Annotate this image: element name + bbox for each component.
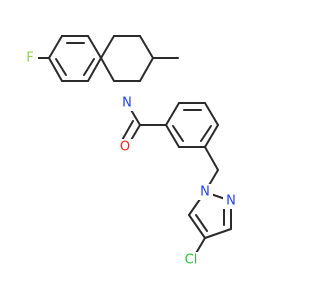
pyrazole-n1-label: N [200,185,210,200]
bond [204,102,219,126]
bond [87,35,102,59]
bond [204,228,232,239]
bond [48,35,63,59]
bond [139,35,154,59]
para-benzene-ring [139,102,219,148]
bond [204,124,219,148]
carbonyl-oxygen-label: O [120,140,130,155]
aromatic-inner-bond [195,214,208,232]
label-bg [117,139,133,155]
label-bg [197,184,213,200]
fluorine-label: F [26,51,33,66]
aromatic-inner-bond [55,58,67,76]
molecule-canvas: F N O N N Cl [22,35,239,268]
tetrahydro-ring [100,35,154,82]
atom-labels: F N O N N Cl [22,50,239,268]
bond [87,57,102,82]
bond [139,57,154,82]
label-bg [223,193,239,209]
bond-carbonyl-o-double [120,120,134,143]
bond [188,214,206,239]
aromatic-inner-bond [83,58,95,76]
aromatic-inner-bond [172,125,184,142]
bond [100,35,115,59]
bond-ch2 [204,146,219,171]
label-bg [119,95,135,111]
pyrazole-n2-label: N [226,194,236,209]
label-bg [179,252,203,268]
label-bg [22,50,38,66]
aromatic-inner-bond [200,125,212,142]
bond [48,57,63,82]
chlorine-label: Cl [185,253,198,268]
ring-nitrogen-label: N [122,96,132,111]
bond [165,124,180,148]
bond [100,57,115,82]
molecule-structure: F N O N N Cl [22,35,239,268]
benzo-ring [48,35,102,82]
bond [165,102,180,126]
